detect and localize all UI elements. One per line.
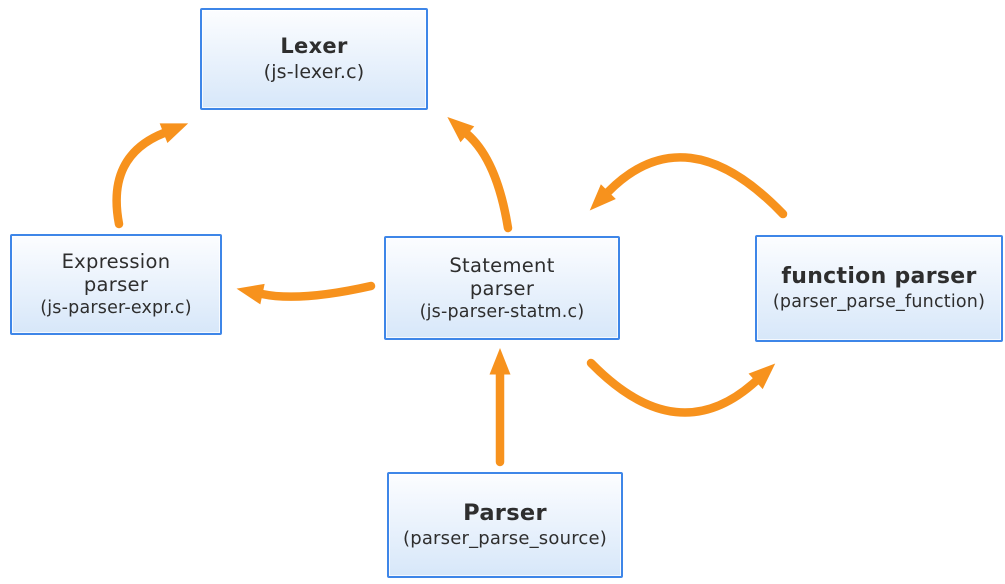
node-statement-parser-subtitle: (js-parser-statm.c) <box>419 301 585 322</box>
arrow-statement-parser-to-expression-parser <box>236 281 376 305</box>
node-statement-parser: Statement parser (js-parser-statm.c) <box>384 236 620 340</box>
node-parser-subtitle: (parser_parse_source) <box>402 528 608 550</box>
arrow-statement-parser-to-function-parser <box>586 358 776 417</box>
node-expression-parser-subtitle: (js-parser-expr.c) <box>40 298 192 318</box>
node-function-parser-title: function parser <box>781 264 977 290</box>
node-function-parser: function parser (parser_parse_function) <box>755 235 1003 342</box>
arrow-statement-parser-to-lexer <box>447 116 513 233</box>
node-expression-parser: Expression parser (js-parser-expr.c) <box>10 234 222 335</box>
node-lexer: Lexer (js-lexer.c) <box>200 8 428 110</box>
node-function-parser-subtitle: (parser_parse_function) <box>772 291 986 312</box>
arrow-expression-parser-to-lexer <box>112 123 189 229</box>
node-statement-parser-title: Statement parser <box>449 253 555 300</box>
node-parser: Parser (parser_parse_source) <box>387 472 623 578</box>
node-parser-title: Parser <box>463 499 547 526</box>
node-lexer-title: Lexer <box>280 34 348 59</box>
node-lexer-subtitle: (js-lexer.c) <box>263 60 365 83</box>
arrow-function-parser-to-statement-parser <box>589 153 788 219</box>
node-expression-parser-title: Expression parser <box>61 250 171 296</box>
